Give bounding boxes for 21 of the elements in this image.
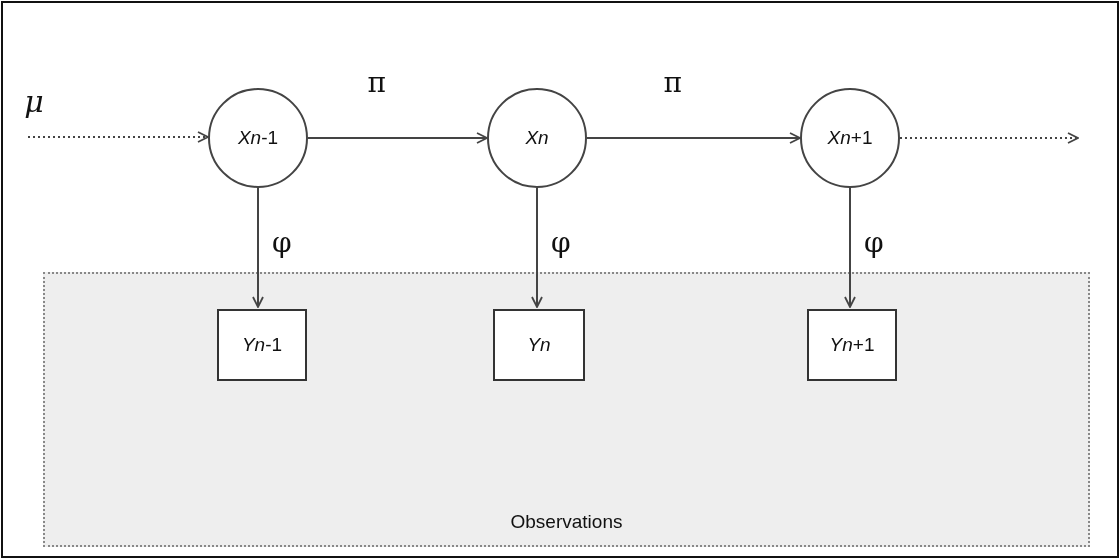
state-circle: Xn xyxy=(487,88,587,188)
state-circle: Xn-1 xyxy=(208,88,308,188)
arrow xyxy=(531,187,543,308)
edge-label: φ xyxy=(551,225,571,259)
arrow xyxy=(899,132,1079,144)
observations-panel xyxy=(43,272,1090,547)
arrow xyxy=(27,131,209,143)
edge-label: π xyxy=(367,66,386,99)
edge-label: π xyxy=(663,66,682,99)
arrow xyxy=(844,187,856,308)
panel-title: Observations xyxy=(509,511,624,533)
observation-box: Yn+1 xyxy=(807,309,897,381)
arrow xyxy=(307,132,488,144)
node-label: μ xyxy=(18,80,50,122)
observation-box: Yn-1 xyxy=(217,309,307,381)
edge-label: φ xyxy=(272,225,292,259)
arrow xyxy=(586,132,801,144)
state-circle: Xn+1 xyxy=(800,88,900,188)
arrow xyxy=(252,187,264,308)
observation-box: Yn xyxy=(493,309,585,381)
edge-label: φ xyxy=(864,225,884,259)
